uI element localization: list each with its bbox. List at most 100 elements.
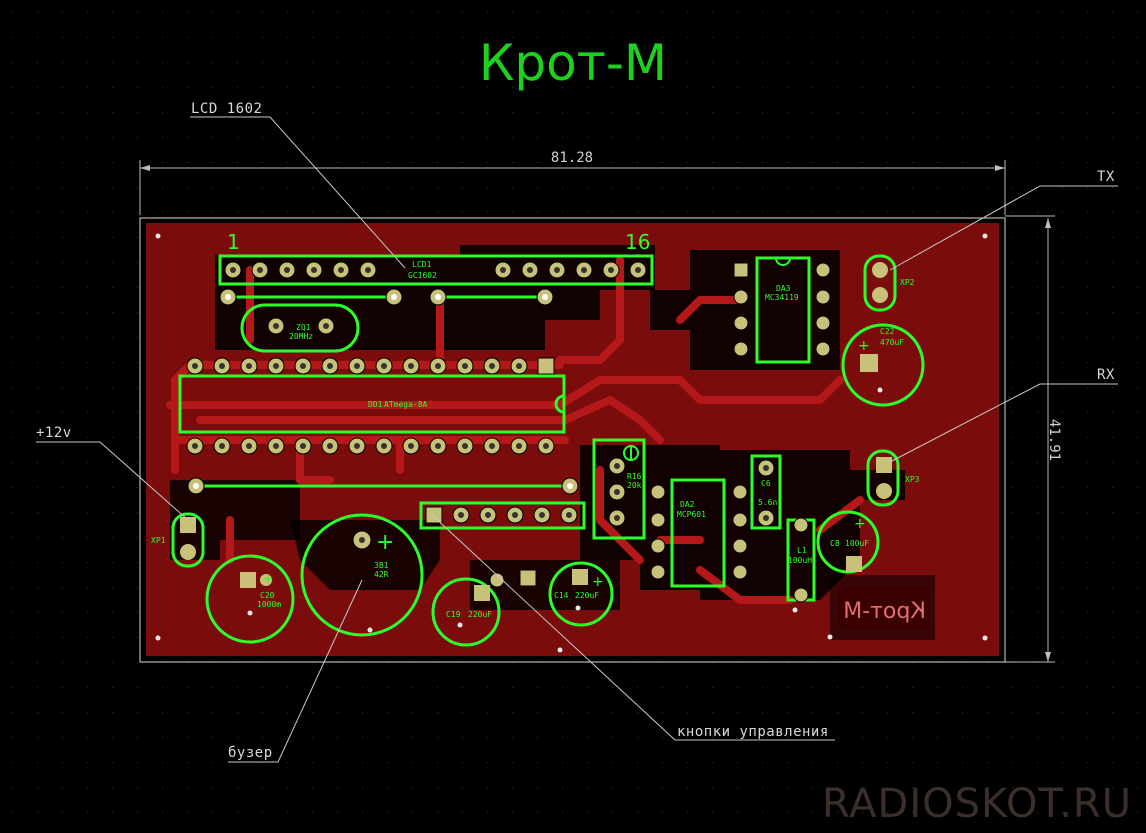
pad-hole: [539, 512, 545, 518]
pad-hole: [327, 443, 333, 449]
trimmer-r16: R16 20k: [592, 438, 646, 540]
xp3-label: XP3: [905, 475, 920, 484]
crystal-value: 20MHz: [289, 332, 313, 341]
lcd-ref: LCD1: [412, 260, 431, 269]
pad-hole: [230, 267, 236, 273]
lcd-header: LCD1 GC1602 1 16: [218, 230, 654, 286]
buzzer-3b1: + 3B1 42R: [300, 513, 424, 637]
pad-hole: [381, 443, 387, 449]
pad-hole: [516, 363, 522, 369]
annotation-lcd: LCD 1602: [191, 101, 263, 117]
xp2-label: XP2: [900, 278, 915, 287]
buzzer-value: 42R: [374, 570, 389, 579]
crystal-ref: ZQ1: [296, 323, 311, 332]
pad-hole: [614, 515, 620, 521]
pad-hole: [608, 267, 614, 273]
c6-ref: C6: [761, 479, 771, 488]
mirror-silk-text: Крот-М: [843, 599, 926, 624]
connector-xp3: XP3: [866, 449, 920, 507]
pad-hole: [192, 363, 198, 369]
c14-ref: C14: [554, 591, 569, 600]
mirror-silk-label: Крот-М: [838, 587, 930, 629]
pad-hole: [435, 443, 441, 449]
l1-value: 100uH: [788, 556, 812, 565]
pad-hole: [311, 267, 317, 273]
svg-text:+: +: [858, 338, 870, 354]
pad-hole: [284, 267, 290, 273]
r16-value: 20k: [627, 481, 642, 490]
mcu-dd1: DD1 ATmega-8A: [178, 357, 566, 455]
dimension-height: 41.91: [1046, 419, 1062, 461]
mounting-holes: [155, 233, 988, 653]
page-title: Крот-М: [478, 34, 668, 92]
pad-hole: [365, 267, 371, 273]
chip-da3: DA3 MC34119: [755, 256, 811, 364]
pad-hole: [512, 512, 518, 518]
pad-hole: [273, 363, 279, 369]
buzzer-ref: 3B1: [374, 561, 389, 570]
c22-ref: C22: [880, 327, 895, 336]
connector-xp2: XP2: [863, 254, 915, 312]
pad-hole: [635, 267, 641, 273]
c19-value: 220uF: [468, 610, 492, 619]
button-header: [419, 501, 586, 530]
lcd-value: GC1602: [408, 271, 437, 280]
pad-hole: [489, 443, 495, 449]
svg-text:+: +: [592, 574, 604, 590]
xp1-label: XP1: [151, 536, 166, 545]
pad-hole: [485, 512, 491, 518]
capacitor-c19: C19 220uF: [431, 577, 501, 647]
crystal-zq1: ZQ1 20MHz: [240, 303, 360, 353]
connector-xp1: XP1: [151, 512, 205, 568]
c8-value: 100uF: [845, 539, 869, 548]
c22-value: 470uF: [880, 338, 904, 347]
dimension-lines: [139, 160, 1055, 663]
pad-hole: [338, 267, 344, 273]
c20-value: 1000m: [257, 600, 281, 609]
r16-ref: R16: [627, 472, 642, 481]
pad-hole: [543, 443, 549, 449]
da3-value: MC34119: [765, 293, 799, 302]
annotation-rx: RX: [1097, 367, 1115, 383]
capacitor-c22: + C22 470uF: [841, 323, 925, 407]
l1-ref: L1: [797, 546, 807, 555]
jumper-wires: [187, 288, 579, 495]
pad-hole: [516, 443, 522, 449]
c8-ref: C8: [830, 539, 840, 548]
chip-da2: DA2 MCP601: [670, 478, 726, 588]
pad-hole: [408, 363, 414, 369]
inductor-l1: L1 100uH: [786, 517, 816, 603]
mcu-value: ATmega-8A: [384, 400, 428, 409]
pad-hole: [219, 363, 225, 369]
misc-pads: [489, 262, 831, 588]
pad-hole: [408, 443, 414, 449]
board-outline: [139, 217, 1006, 663]
pad: [425, 506, 443, 524]
pad-hole: [500, 267, 506, 273]
svg-text:+: +: [854, 516, 866, 532]
da2-ref: DA2: [680, 500, 695, 509]
pin-first-label: 1: [227, 230, 240, 254]
pad-hole: [614, 489, 620, 495]
c6-value: 5.6n: [758, 498, 777, 507]
c14-value: 220uF: [575, 591, 599, 600]
capacitor-c6: C6 5.6n: [750, 454, 782, 530]
dimension-width: 81.28: [551, 150, 593, 166]
c19-ref: C19: [446, 610, 461, 619]
pad-hole: [354, 363, 360, 369]
pin-last-label: 16: [625, 230, 650, 254]
pad-hole: [381, 363, 387, 369]
capacitor-c20: + C20 1000m: [205, 554, 295, 644]
pad-hole: [327, 363, 333, 369]
pad-hole: [246, 363, 252, 369]
annotation-power: +12v: [36, 425, 72, 441]
c20-ref: C20: [260, 591, 275, 600]
pad-hole: [489, 363, 495, 369]
annotation-leaders: [36, 116, 1118, 763]
svg-text:+: +: [376, 530, 394, 555]
pad-hole: [566, 512, 572, 518]
pad-hole: [246, 443, 252, 449]
da3-ref: DA3: [776, 284, 791, 293]
